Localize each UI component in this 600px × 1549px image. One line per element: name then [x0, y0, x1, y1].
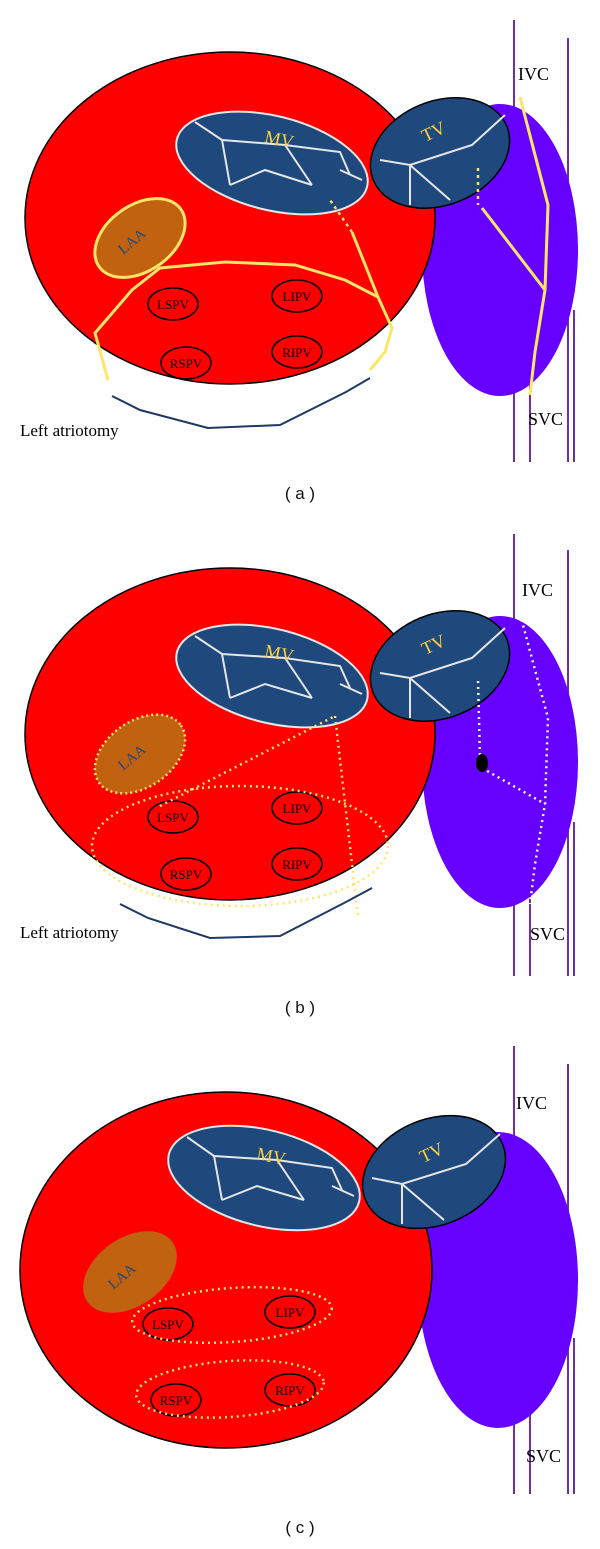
left-atrium — [24, 567, 436, 901]
rspv-label: RSPV — [160, 1393, 193, 1408]
lesion-right-atrium-dotted — [476, 613, 550, 905]
panel-c: MV TV LAA LSPV LIPV RSPV RIPV IVC SVC ( … — [0, 1032, 600, 1549]
panel-a-caption: ( a ) — [284, 484, 316, 503]
panel-a: MV TV LAA LSPV LIPV RSPV RIPV Left atrio… — [0, 0, 600, 516]
svc-label: SVC — [526, 1446, 561, 1466]
ripv-label: RIPV — [282, 857, 312, 872]
tricuspid-valve — [369, 97, 511, 209]
lspv-label: LSPV — [157, 810, 189, 825]
mitral-valve — [175, 623, 369, 729]
svc-label: SVC — [530, 924, 565, 944]
lipv-ostium — [271, 791, 323, 825]
lspv-label: LSPV — [152, 1317, 184, 1332]
rspv-ostium — [160, 346, 212, 380]
atriotomy-incision — [119, 887, 373, 940]
left-atrial-appendage — [93, 713, 187, 795]
left-atriotomy-label: Left atriotomy — [20, 421, 119, 440]
rspv-label: RSPV — [170, 867, 203, 882]
panel-b-caption: ( b ) — [284, 998, 316, 1017]
mitral-leaflets — [186, 1136, 355, 1201]
cryo-point — [476, 754, 488, 772]
tricuspid-leaflets — [371, 1133, 501, 1224]
ripv-label: RIPV — [282, 345, 312, 360]
rspv-ostium — [160, 857, 212, 891]
left-atrial-appendage — [83, 1231, 177, 1313]
panel-a-diagram: MV TV LAA LSPV LIPV RSPV RIPV Left atrio… — [20, 20, 578, 462]
mitral-leaflets — [194, 635, 363, 699]
panel-b: MV TV LAA LSPV LIPV RSPV RIPV Left atrio… — [0, 516, 600, 1032]
lspv-ostium — [142, 1307, 194, 1341]
tricuspid-leaflets — [379, 627, 506, 718]
lipv-ostium — [271, 279, 323, 313]
rspv-label: RSPV — [170, 356, 203, 371]
ripv-ostium — [271, 847, 323, 881]
ripv-label: RIPV — [275, 1383, 305, 1398]
tricuspid-leaflets — [379, 114, 506, 205]
mitral-valve — [175, 110, 369, 216]
panel-b-diagram: MV TV LAA LSPV LIPV RSPV RIPV Left atrio… — [20, 534, 578, 976]
lspv-label: LSPV — [157, 297, 189, 312]
mitral-leaflets — [194, 121, 363, 186]
tricuspid-valve — [361, 1114, 507, 1230]
left-atrial-appendage — [93, 197, 187, 279]
rspv-ostium — [150, 1383, 202, 1417]
panel-c-caption: ( c ) — [285, 1518, 315, 1537]
atriotomy-incision — [111, 377, 371, 430]
panel-c-diagram: MV TV LAA LSPV LIPV RSPV RIPV IVC SVC — [19, 1046, 578, 1494]
ivc-label: IVC — [522, 580, 553, 600]
lesion-right-atrium-lines — [480, 96, 550, 396]
lipv-label: LIPV — [283, 289, 313, 304]
left-atriotomy-label: Left atriotomy — [20, 923, 119, 942]
lspv-ostium — [147, 800, 199, 834]
lipv-ostium — [264, 1295, 316, 1329]
lesion-mitral-dotted — [159, 714, 360, 917]
ripv-ostium — [271, 335, 323, 369]
lesion-box-dotted — [90, 784, 390, 908]
ivc-label: IVC — [516, 1093, 547, 1113]
left-atrium — [24, 51, 436, 385]
lipv-label: LIPV — [283, 801, 313, 816]
mitral-valve — [167, 1124, 361, 1232]
lspv-ostium — [147, 287, 199, 321]
tricuspid-valve — [369, 610, 511, 722]
ivc-label: IVC — [518, 64, 549, 84]
svc-label: SVC — [528, 409, 563, 429]
lipv-label: LIPV — [276, 1305, 306, 1320]
lesion-mitral-line — [350, 231, 380, 298]
lesion-box-line — [93, 260, 394, 381]
